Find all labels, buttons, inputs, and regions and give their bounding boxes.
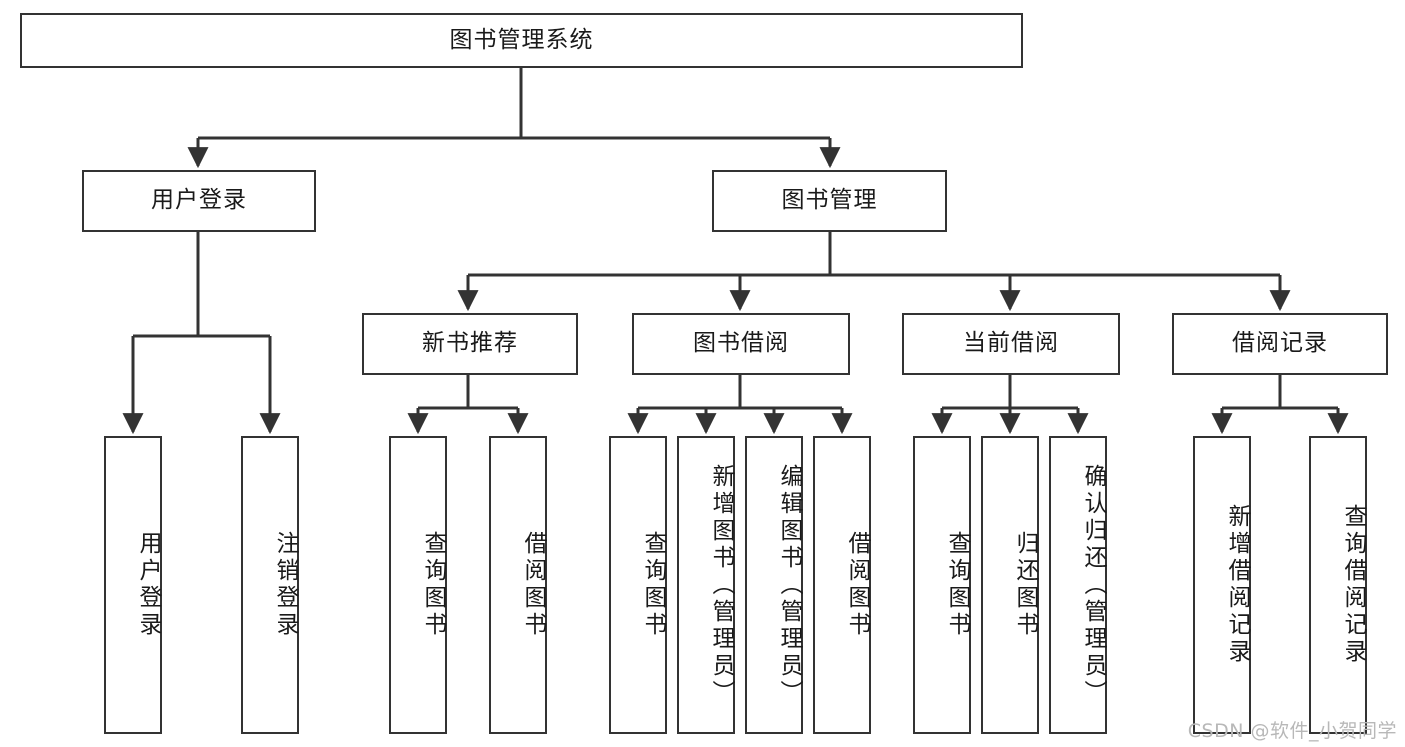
node-label: 查询图书 bbox=[640, 531, 666, 639]
node-user-login[interactable]: 用户登录 bbox=[82, 170, 316, 232]
node-borrowing-record[interactable]: 借阅记录 bbox=[1172, 313, 1388, 375]
node-leaf-borrow-book-borrow[interactable]: 借阅图书 bbox=[813, 436, 871, 734]
node-leaf-add-book-admin[interactable]: 新增图书（管理员） bbox=[677, 436, 735, 734]
node-leaf-query-book-new[interactable]: 查询图书 bbox=[389, 436, 447, 734]
node-book-management[interactable]: 图书管理 bbox=[712, 170, 947, 232]
node-label: 借阅图书 bbox=[844, 531, 870, 639]
node-label: 图书管理系统 bbox=[449, 26, 594, 53]
node-leaf-confirm-return-admin[interactable]: 确认归还（管理员） bbox=[1049, 436, 1107, 734]
node-leaf-query-book-current[interactable]: 查询图书 bbox=[913, 436, 971, 734]
node-root-book-management-system[interactable]: 图书管理系统 bbox=[20, 13, 1023, 68]
node-label: 借阅记录 bbox=[1232, 330, 1328, 357]
node-label: 用户登录 bbox=[135, 531, 161, 639]
node-leaf-edit-book-admin[interactable]: 编辑图书（管理员） bbox=[745, 436, 803, 734]
node-label: 新书推荐 bbox=[422, 330, 518, 357]
node-label: 借阅图书 bbox=[520, 531, 546, 639]
node-leaf-add-borrow-record[interactable]: 新增借阅记录 bbox=[1193, 436, 1251, 734]
node-label: 新增图书（管理员） bbox=[708, 463, 734, 707]
node-label: 注销登录 bbox=[272, 531, 298, 639]
node-leaf-borrow-book-new[interactable]: 借阅图书 bbox=[489, 436, 547, 734]
node-leaf-logout[interactable]: 注销登录 bbox=[241, 436, 299, 734]
node-label: 用户登录 bbox=[151, 187, 247, 214]
node-label: 当前借阅 bbox=[963, 330, 1059, 357]
node-label: 编辑图书（管理员） bbox=[776, 463, 802, 707]
node-current-borrowing[interactable]: 当前借阅 bbox=[902, 313, 1120, 375]
node-label: 新增借阅记录 bbox=[1224, 504, 1250, 666]
node-label: 图书借阅 bbox=[693, 330, 789, 357]
node-label: 查询图书 bbox=[420, 531, 446, 639]
node-label: 查询图书 bbox=[944, 531, 970, 639]
node-leaf-return-book[interactable]: 归还图书 bbox=[981, 436, 1039, 734]
node-leaf-user-login[interactable]: 用户登录 bbox=[104, 436, 162, 734]
node-book-borrowing[interactable]: 图书借阅 bbox=[632, 313, 850, 375]
node-label: 图书管理 bbox=[781, 187, 878, 214]
node-leaf-query-borrow-record[interactable]: 查询借阅记录 bbox=[1309, 436, 1367, 734]
node-leaf-query-book-borrow[interactable]: 查询图书 bbox=[609, 436, 667, 734]
node-label: 查询借阅记录 bbox=[1340, 504, 1366, 666]
node-label: 确认归还（管理员） bbox=[1080, 463, 1106, 707]
node-label: 归还图书 bbox=[1012, 531, 1038, 639]
node-new-book-recommendation[interactable]: 新书推荐 bbox=[362, 313, 578, 375]
